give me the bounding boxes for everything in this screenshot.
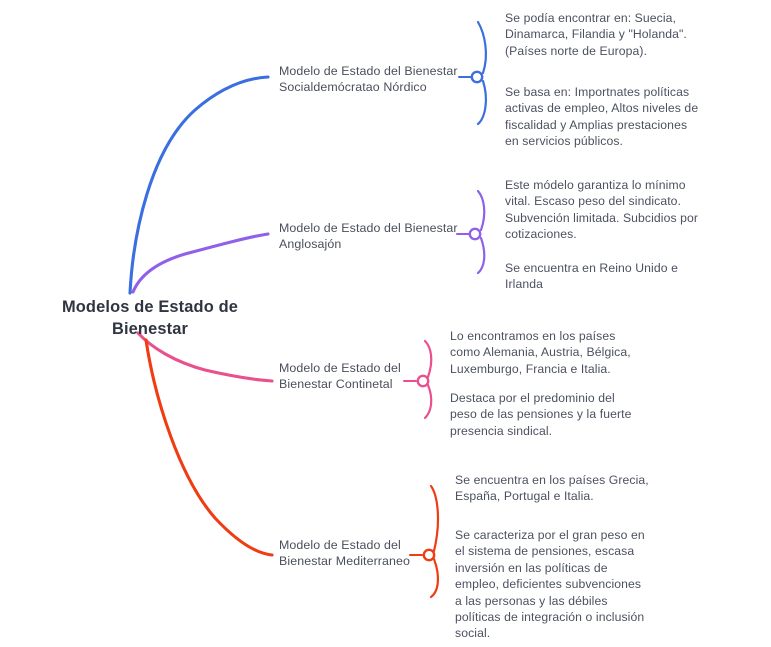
root-node-title[interactable]: Modelos de Estado de Bienestar [61,298,239,338]
leaf-nordico-1[interactable]: Se podía encontrar en: Suecia, Dinamarca… [505,11,687,58]
connector-nordico-down [476,79,488,126]
branch-label-mediterraneo[interactable]: Modelo de Estado del Bienestar Mediterra… [279,538,410,568]
branch-curve-continental [136,331,274,383]
connector-anglosajon-up [476,189,486,232]
branch-curve-mediterraneo [144,338,274,557]
leaf-mediterraneo-2[interactable]: Se caracteriza por el gran peso en el si… [455,528,645,641]
branch-curve-anglosajon [131,232,270,294]
branch-curve-nordico [128,75,270,295]
leaf-anglosajon-2[interactable]: Se encuentra en Reino Unido e Irlanda [505,261,678,292]
branch-label-anglosajon[interactable]: Modelo de Estado del Bienestar Anglosajó… [279,221,458,251]
connector-anglosajon-down [476,236,486,275]
connector-continental-up [423,339,433,379]
connector-mediterraneo-up [429,484,440,553]
leaf-mediterraneo-1[interactable]: Se encuentra en los países Grecia, Españ… [455,473,649,504]
connector-nordico-up [476,20,488,75]
leaf-anglosajon-1[interactable]: Este módelo garantiza lo mínimo vital. E… [505,178,699,242]
branch-label-nordico[interactable]: Modelo de Estado del Bienestar Socialdem… [279,64,458,94]
leaf-continental-2[interactable]: Destaca por el predominio del peso de la… [450,391,632,438]
node-dot-anglosajon[interactable] [468,227,482,241]
branch-label-continental[interactable]: Modelo de Estado del Bienestar Contineta… [279,361,401,391]
connector-continental-down [423,383,433,420]
leaf-continental-1[interactable]: Lo encontramos en los países como Aleman… [450,329,631,376]
leaf-nordico-2[interactable]: Se basa en: Importnates políticas activa… [505,85,699,149]
connector-mediterraneo-down [429,557,440,599]
node-dot-nordico[interactable] [470,70,484,84]
